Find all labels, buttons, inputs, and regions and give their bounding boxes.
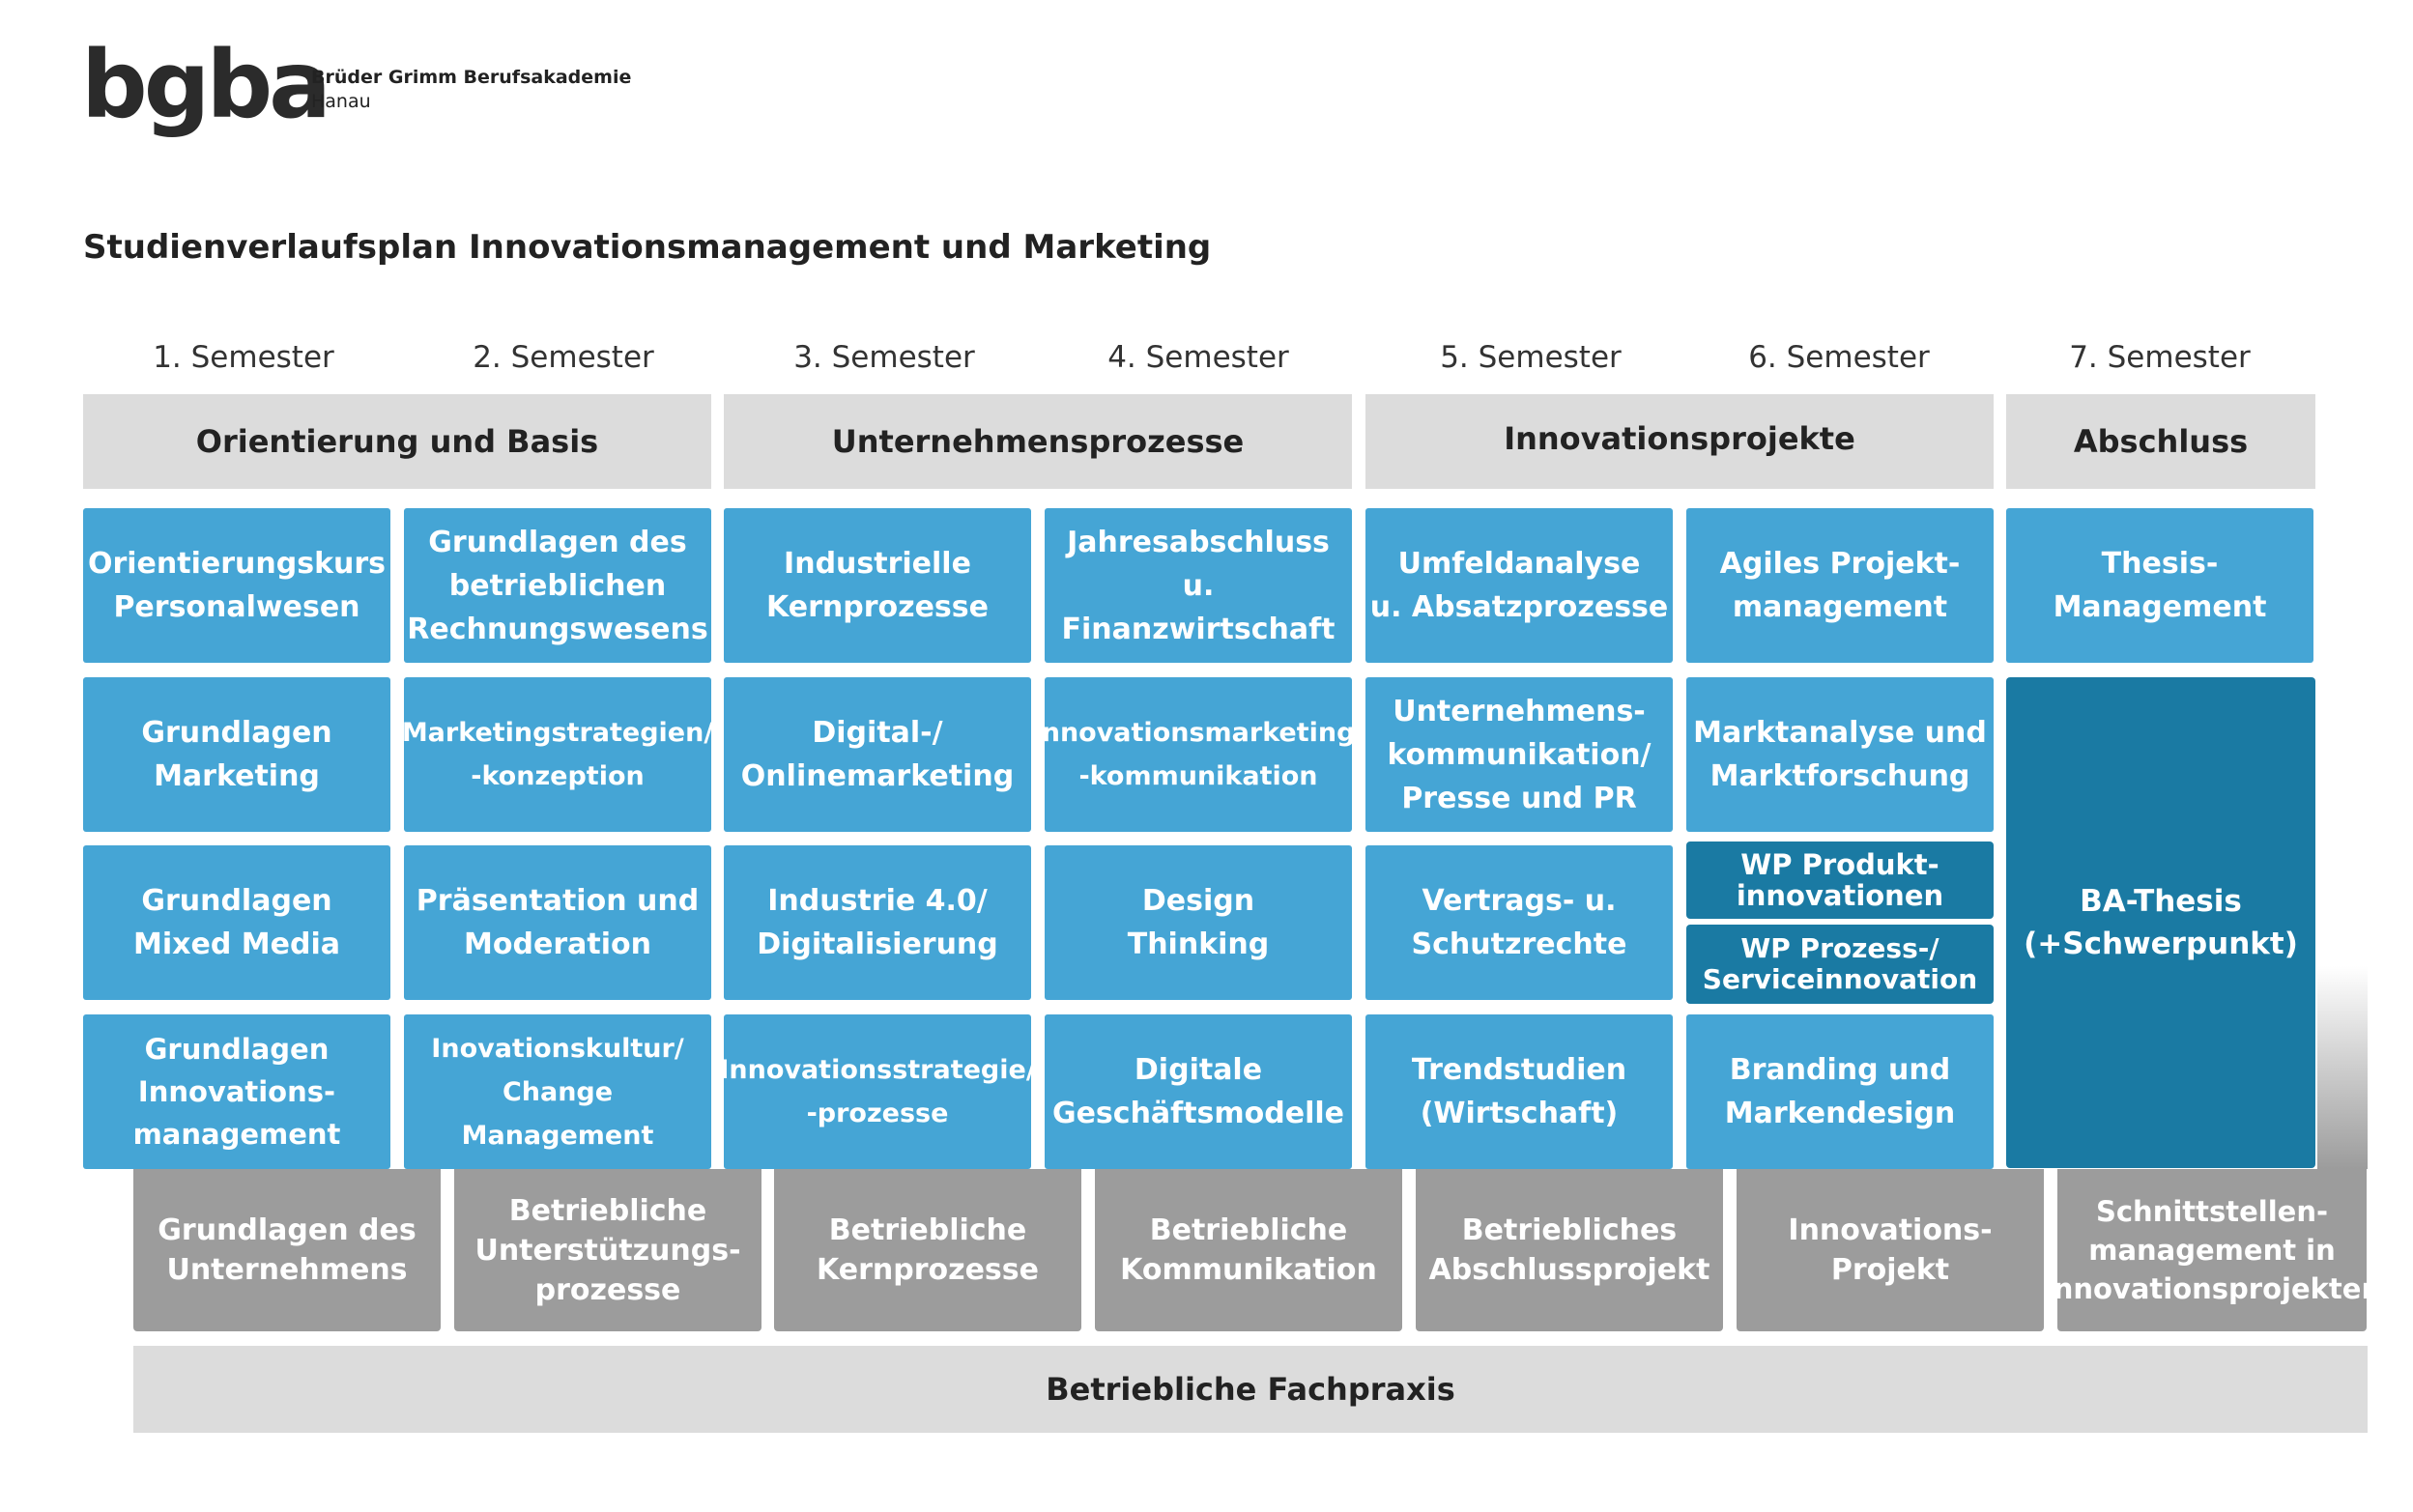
semester-label-3: 3. Semester: [793, 340, 975, 375]
semester-label-5: 5. Semester: [1440, 340, 1622, 375]
module-s4-1: Jahresabschluss u. Finanzwirtschaft: [1045, 508, 1352, 663]
module-s2-4: Inovationskultur/ Change Management: [404, 1014, 711, 1169]
semester-label-4: 4. Semester: [1107, 340, 1289, 375]
module-s4-4: Digitale Geschäftsmodelle: [1045, 1014, 1352, 1169]
semester-label-6: 6. Semester: [1748, 340, 1930, 375]
module-s3-1: Industrielle Kernprozesse: [724, 508, 1031, 663]
module-s1-4: Grundlagen Innovations- management: [83, 1014, 390, 1169]
module-s6-2: Marktanalyse und Marktforschung: [1686, 677, 1994, 832]
module-s6-wp-produkt: WP Produkt- innovationen: [1686, 842, 1994, 919]
module-s6-3: Branding und Markendesign: [1686, 1014, 1994, 1169]
module-s2-3: Präsentation und Moderation: [404, 845, 711, 1000]
org-name: Brüder Grimm Berufsakademie: [311, 67, 632, 88]
module-s5-4: Trendstudien (Wirtschaft): [1365, 1014, 1673, 1169]
module-s7-1: Thesis- Management: [2006, 508, 2313, 663]
org-info: Brüder Grimm Berufsakademie Hanau: [311, 66, 631, 114]
phase-innovationsprojekte: Innovationsprojekte: [1365, 394, 1994, 489]
module-s5-3: Vertrags- u. Schutzrechte: [1365, 845, 1673, 1000]
semester-label-7: 7. Semester: [2069, 340, 2251, 375]
module-s3-3: Industrie 4.0/ Digitalisierung: [724, 845, 1031, 1000]
page-title: Studienverlaufsplan Innovationsmanagemen…: [83, 228, 1212, 267]
module-s2-2: Marketingstrategien/ -konzeption: [402, 677, 713, 832]
practice-module-1: Grundlagen des Unternehmens: [133, 1169, 441, 1331]
module-s3-2: Digital-/ Onlinemarketing: [724, 677, 1031, 832]
phase-orientierung: Orientierung und Basis: [83, 394, 711, 489]
thesis-fade: [2317, 966, 2368, 1169]
practice-module-2: Betriebliche Unterstützungs- prozesse: [454, 1169, 761, 1331]
practice-module-5: Betriebliches Abschlussprojekt: [1416, 1169, 1723, 1331]
module-s5-1: Umfeldanalyse u. Absatzprozesse: [1365, 508, 1673, 663]
module-s6-wp-prozess: WP Prozess-/ Serviceinnovation: [1686, 925, 1994, 1004]
module-ba-thesis: BA-Thesis (+Schwerpunkt): [2006, 677, 2315, 1168]
phase-abschluss: Abschluss: [2006, 394, 2315, 489]
semester-label-1: 1. Semester: [153, 340, 334, 375]
practice-module-6: Innovations- Projekt: [1737, 1169, 2044, 1331]
module-s4-3: Design Thinking: [1045, 845, 1352, 1000]
module-s1-2: Grundlagen Marketing: [83, 677, 390, 832]
org-city: Hanau: [311, 91, 371, 112]
base-fachpraxis: Betriebliche Fachpraxis: [133, 1346, 2368, 1433]
module-s6-1: Agiles Projekt- management: [1686, 508, 1994, 663]
module-s1-1: Orientierungskurs Personalwesen: [83, 508, 390, 663]
module-s3-4: Innovationsstrategie/ -prozesse: [719, 1014, 1036, 1169]
module-s2-1: Grundlagen des betrieblichen Rechnungswe…: [404, 508, 711, 663]
bgba-logo: bgba: [81, 31, 331, 139]
phase-unternehmensprozesse: Unternehmensprozesse: [724, 394, 1352, 489]
semester-label-2: 2. Semester: [473, 340, 654, 375]
module-s1-3: Grundlagen Mixed Media: [83, 845, 390, 1000]
practice-module-4: Betriebliche Kommunikation: [1095, 1169, 1402, 1331]
module-s5-2: Unternehmens- kommunikation/ Presse und …: [1365, 677, 1673, 832]
module-s4-2: Innovationsmarketing/ -kommunikation: [1032, 677, 1364, 832]
practice-module-7: Schnittstellen- management in Innovation…: [2043, 1169, 2381, 1331]
practice-module-3: Betriebliche Kernprozesse: [774, 1169, 1081, 1331]
